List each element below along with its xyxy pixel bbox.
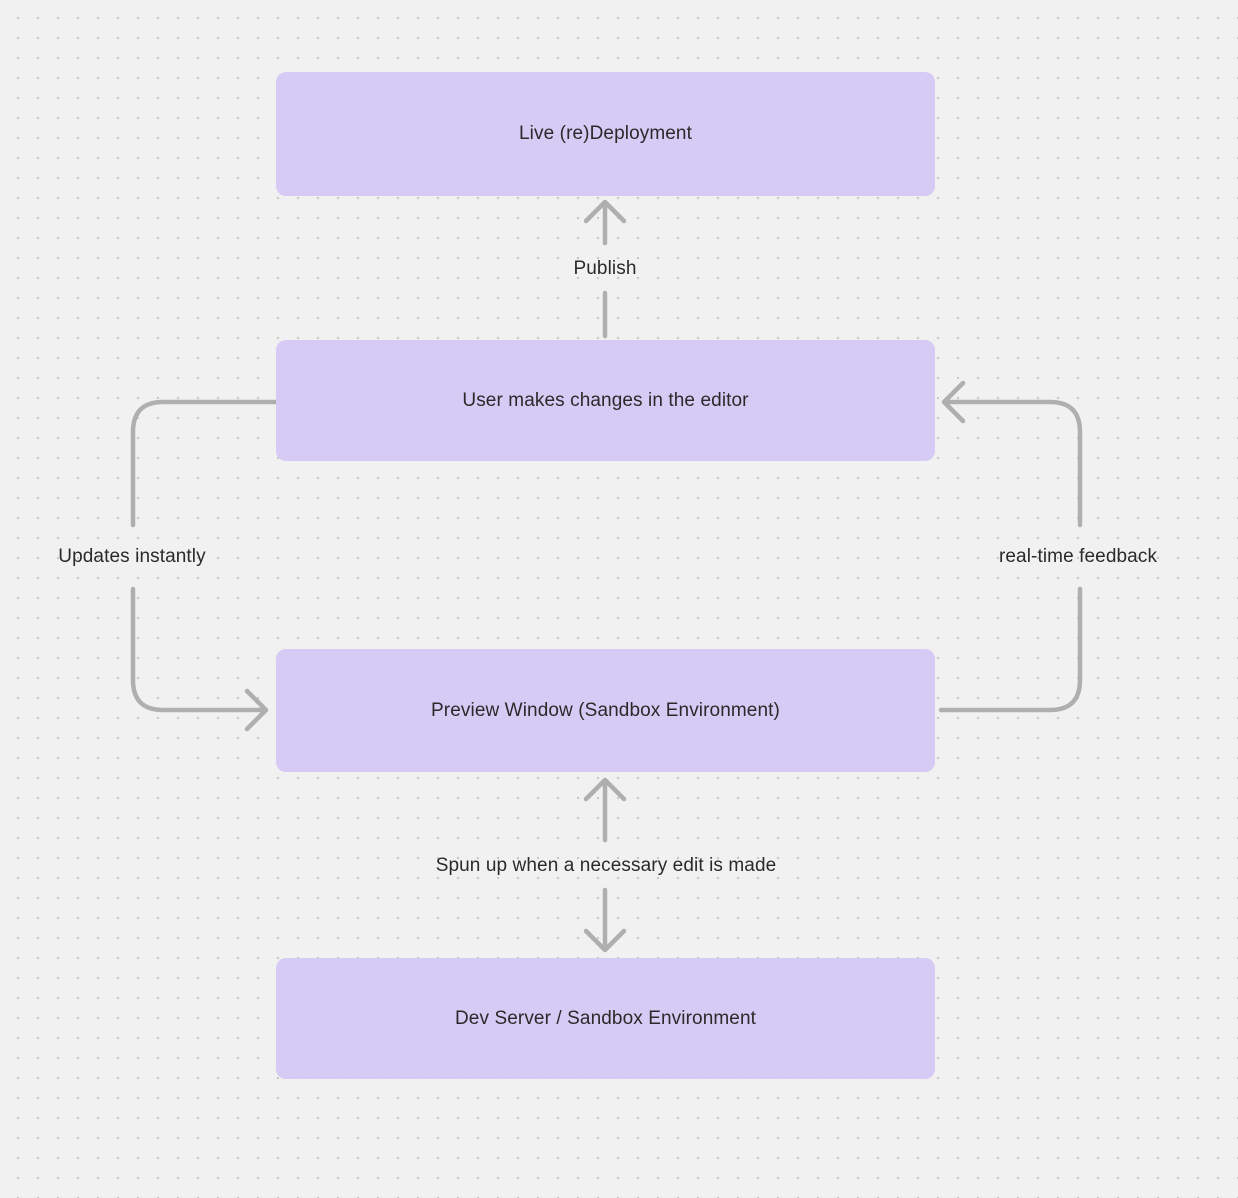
publish-arrow-head-icon: [583, 199, 627, 224]
updates-instantly-arrow-head-icon: [244, 688, 269, 732]
node-preview-window[interactable]: Preview Window (Sandbox Environment): [276, 649, 935, 772]
node-user-editor-label: User makes changes in the editor: [462, 389, 749, 411]
edge-label-real-time-feedback: real-time feedback: [998, 546, 1158, 567]
node-live-redeployment[interactable]: Live (re)Deployment: [276, 72, 935, 196]
edge-label-spun-up: Spun up when a necessary edit is made: [435, 855, 777, 876]
feedback-arrow-head-icon: [941, 380, 966, 424]
edge-label-publish: Publish: [573, 258, 637, 279]
node-dev-server-label: Dev Server / Sandbox Environment: [454, 1007, 756, 1029]
spun-up-arrow-up-head-icon: [583, 777, 627, 802]
node-user-editor[interactable]: User makes changes in the editor: [276, 340, 935, 461]
node-dev-server[interactable]: Dev Server / Sandbox Environment: [276, 958, 935, 1079]
spun-up-arrow-down-head-icon: [583, 928, 627, 953]
feedback-arrow-top: [945, 399, 1083, 528]
feedback-arrow-bottom: [938, 586, 1083, 713]
node-live-redeployment-label: Live (re)Deployment: [519, 123, 692, 144]
node-preview-window-label: Preview Window (Sandbox Environment): [431, 699, 780, 721]
edge-label-updates-instantly: Updates instantly: [58, 546, 206, 567]
updates-instantly-arrow-bottom: [130, 586, 265, 713]
updates-instantly-arrow-top: [130, 399, 279, 528]
